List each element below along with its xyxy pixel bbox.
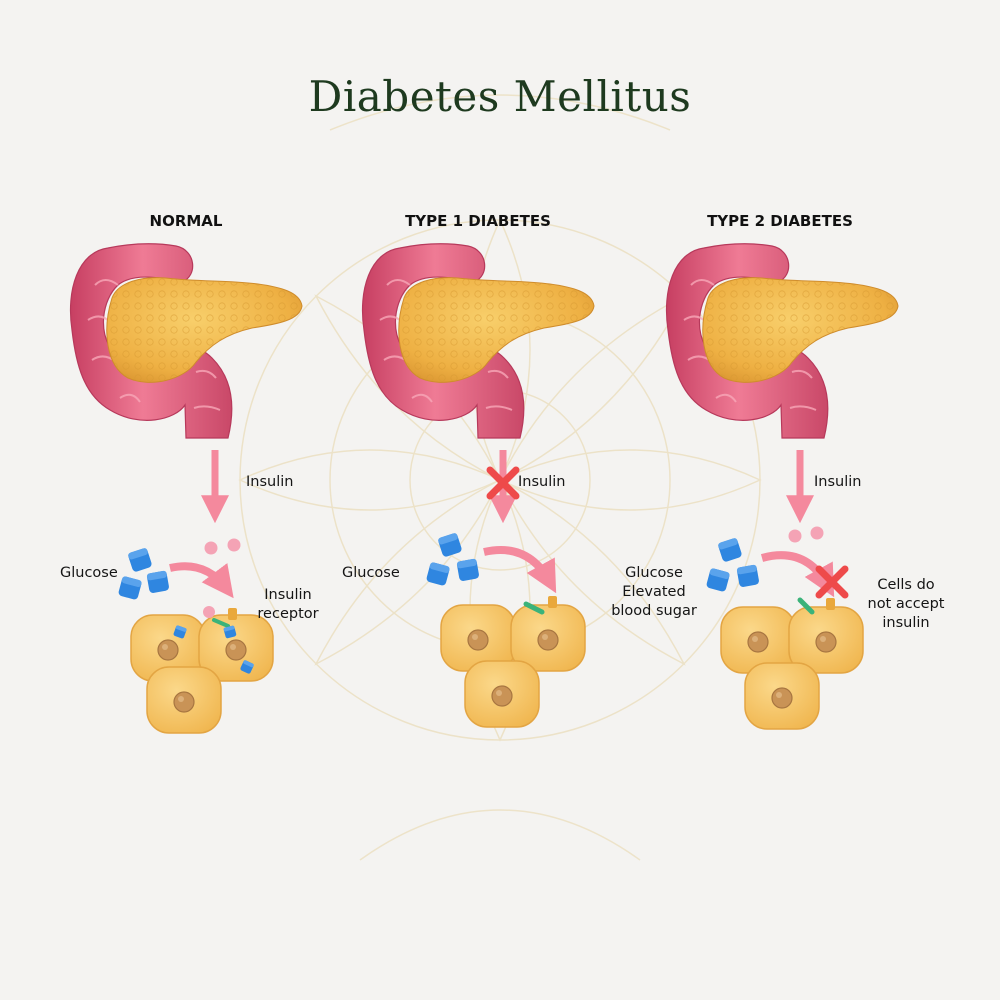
cell-icon: [146, 666, 222, 734]
page-title: Diabetes Mellitus: [308, 72, 692, 121]
pancreas-icon: [665, 242, 899, 439]
heading-type1: TYPE 1 DIABETES: [405, 212, 551, 230]
insulin-label: Insulin: [518, 474, 566, 490]
receptor-icon: [826, 598, 835, 610]
insulin-icon: [788, 529, 802, 543]
insulin-icon: [204, 541, 218, 555]
heading-type2: TYPE 2 DIABETES: [707, 212, 853, 230]
panel-type2: [665, 242, 899, 730]
cell-icon: [464, 660, 540, 728]
heading-normal: NORMAL: [149, 212, 223, 230]
panel-type1: [361, 242, 595, 728]
panel-normal: [69, 242, 303, 734]
glucose-arrow: [169, 562, 234, 599]
insulin-label: Insulin: [814, 474, 862, 490]
glucose-icon: [736, 564, 760, 588]
cell-icon: [744, 662, 820, 730]
glucose-label: Glucose: [60, 565, 118, 581]
glucose-arrow: [760, 551, 835, 598]
glucose-icon: [456, 558, 480, 582]
pancreas-icon: [69, 242, 303, 439]
glucose-label: Glucose: [342, 565, 400, 581]
insulin-icon: [227, 538, 241, 552]
pancreas-icon: [361, 242, 595, 439]
glucose-icon: [437, 532, 463, 558]
glucose-icon: [117, 575, 143, 601]
receptor-icon: [228, 608, 237, 620]
insulin-icon: [810, 526, 824, 540]
glucose-icon: [705, 567, 731, 593]
glucose-arrow: [483, 546, 557, 594]
insulin-label: Insulin: [246, 474, 294, 490]
glucose-icon: [146, 570, 170, 594]
receptor-icon: [548, 596, 557, 608]
glucose-icon: [425, 561, 451, 587]
glucose-icon: [127, 547, 153, 573]
insulin-icon: [203, 606, 215, 618]
glucose-icon: [717, 537, 743, 563]
